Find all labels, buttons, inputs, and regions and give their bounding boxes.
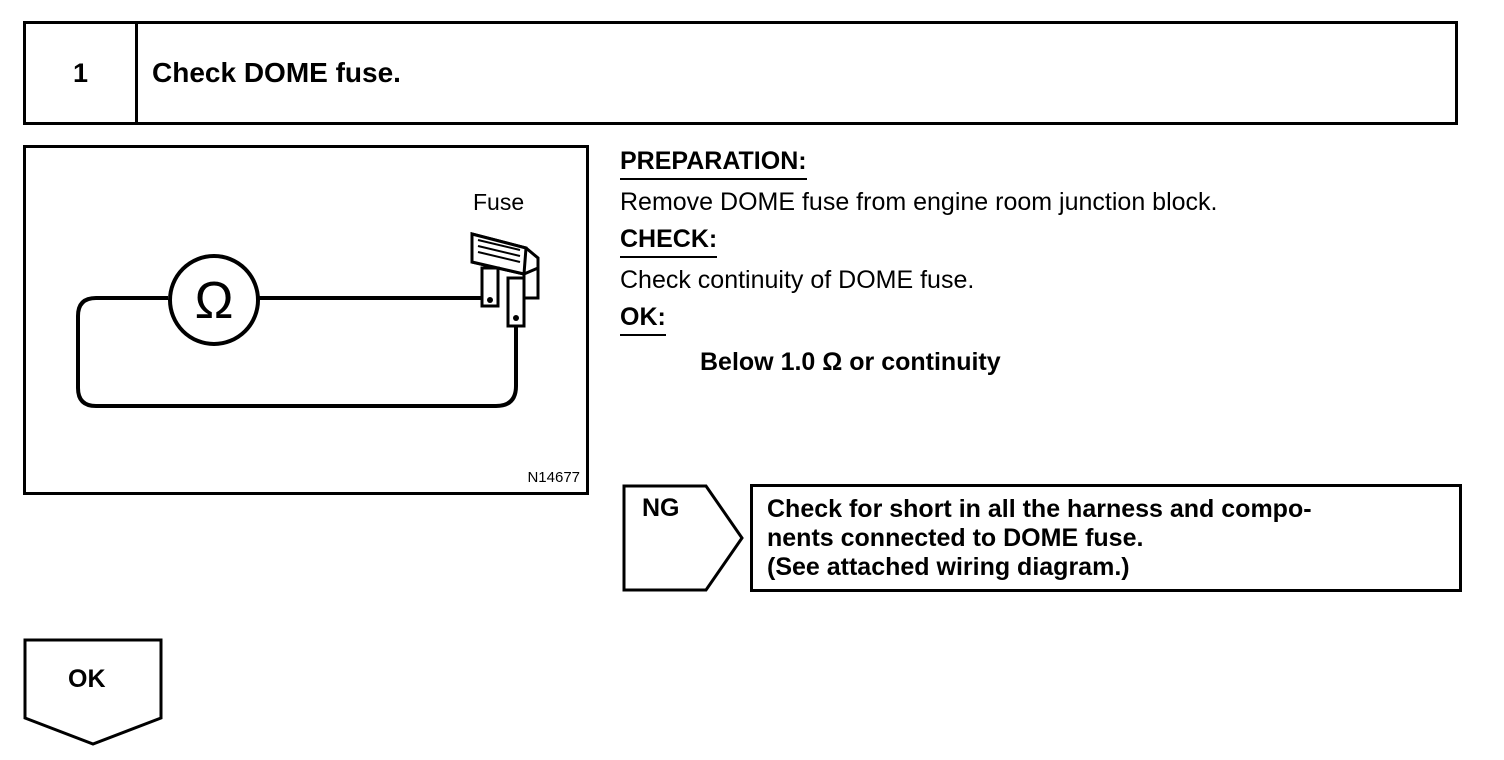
preparation-heading: PREPARATION: [620,145,807,180]
ng-arrow-icon [622,484,744,592]
ohm-symbol: Ω [195,272,234,330]
check-text: Check continuity of DOME fuse. [620,266,975,294]
ok-value: Below 1.0 Ω or continuity [700,348,1001,376]
ng-action-box: Check for short in all the harness and c… [750,484,1462,592]
figure-code: N14677 [527,469,580,486]
preparation-text: Remove DOME fuse from engine room juncti… [620,188,1218,216]
ng-label: NG [642,494,680,522]
wire-loop [76,296,518,408]
ng-action-line2: nents connected to DOME fuse. [767,524,1144,552]
ng-action-line1: Check for short in all the harness and c… [767,495,1312,523]
step-header: 1 Check DOME fuse. [23,21,1458,125]
ok-heading: OK: [620,301,666,336]
check-heading: CHECK: [620,223,718,258]
ohmmeter-icon [168,254,260,346]
ng-action-line3: (See attached wiring diagram.) [767,553,1130,581]
ok-label: OK [68,665,106,693]
step-title: Check DOME fuse. [152,57,401,88]
circuit-drawing: Ω [76,232,540,408]
fuse-icon [470,232,540,328]
continuity-diagram: Ω Fuse N14677 [23,145,589,495]
fuse-label: Fuse [473,189,525,215]
step-number: 1 [26,24,138,122]
instructions-block: PREPARATION: Remove DOME fuse from engin… [620,142,1480,384]
ok-arrow-icon [23,638,163,746]
